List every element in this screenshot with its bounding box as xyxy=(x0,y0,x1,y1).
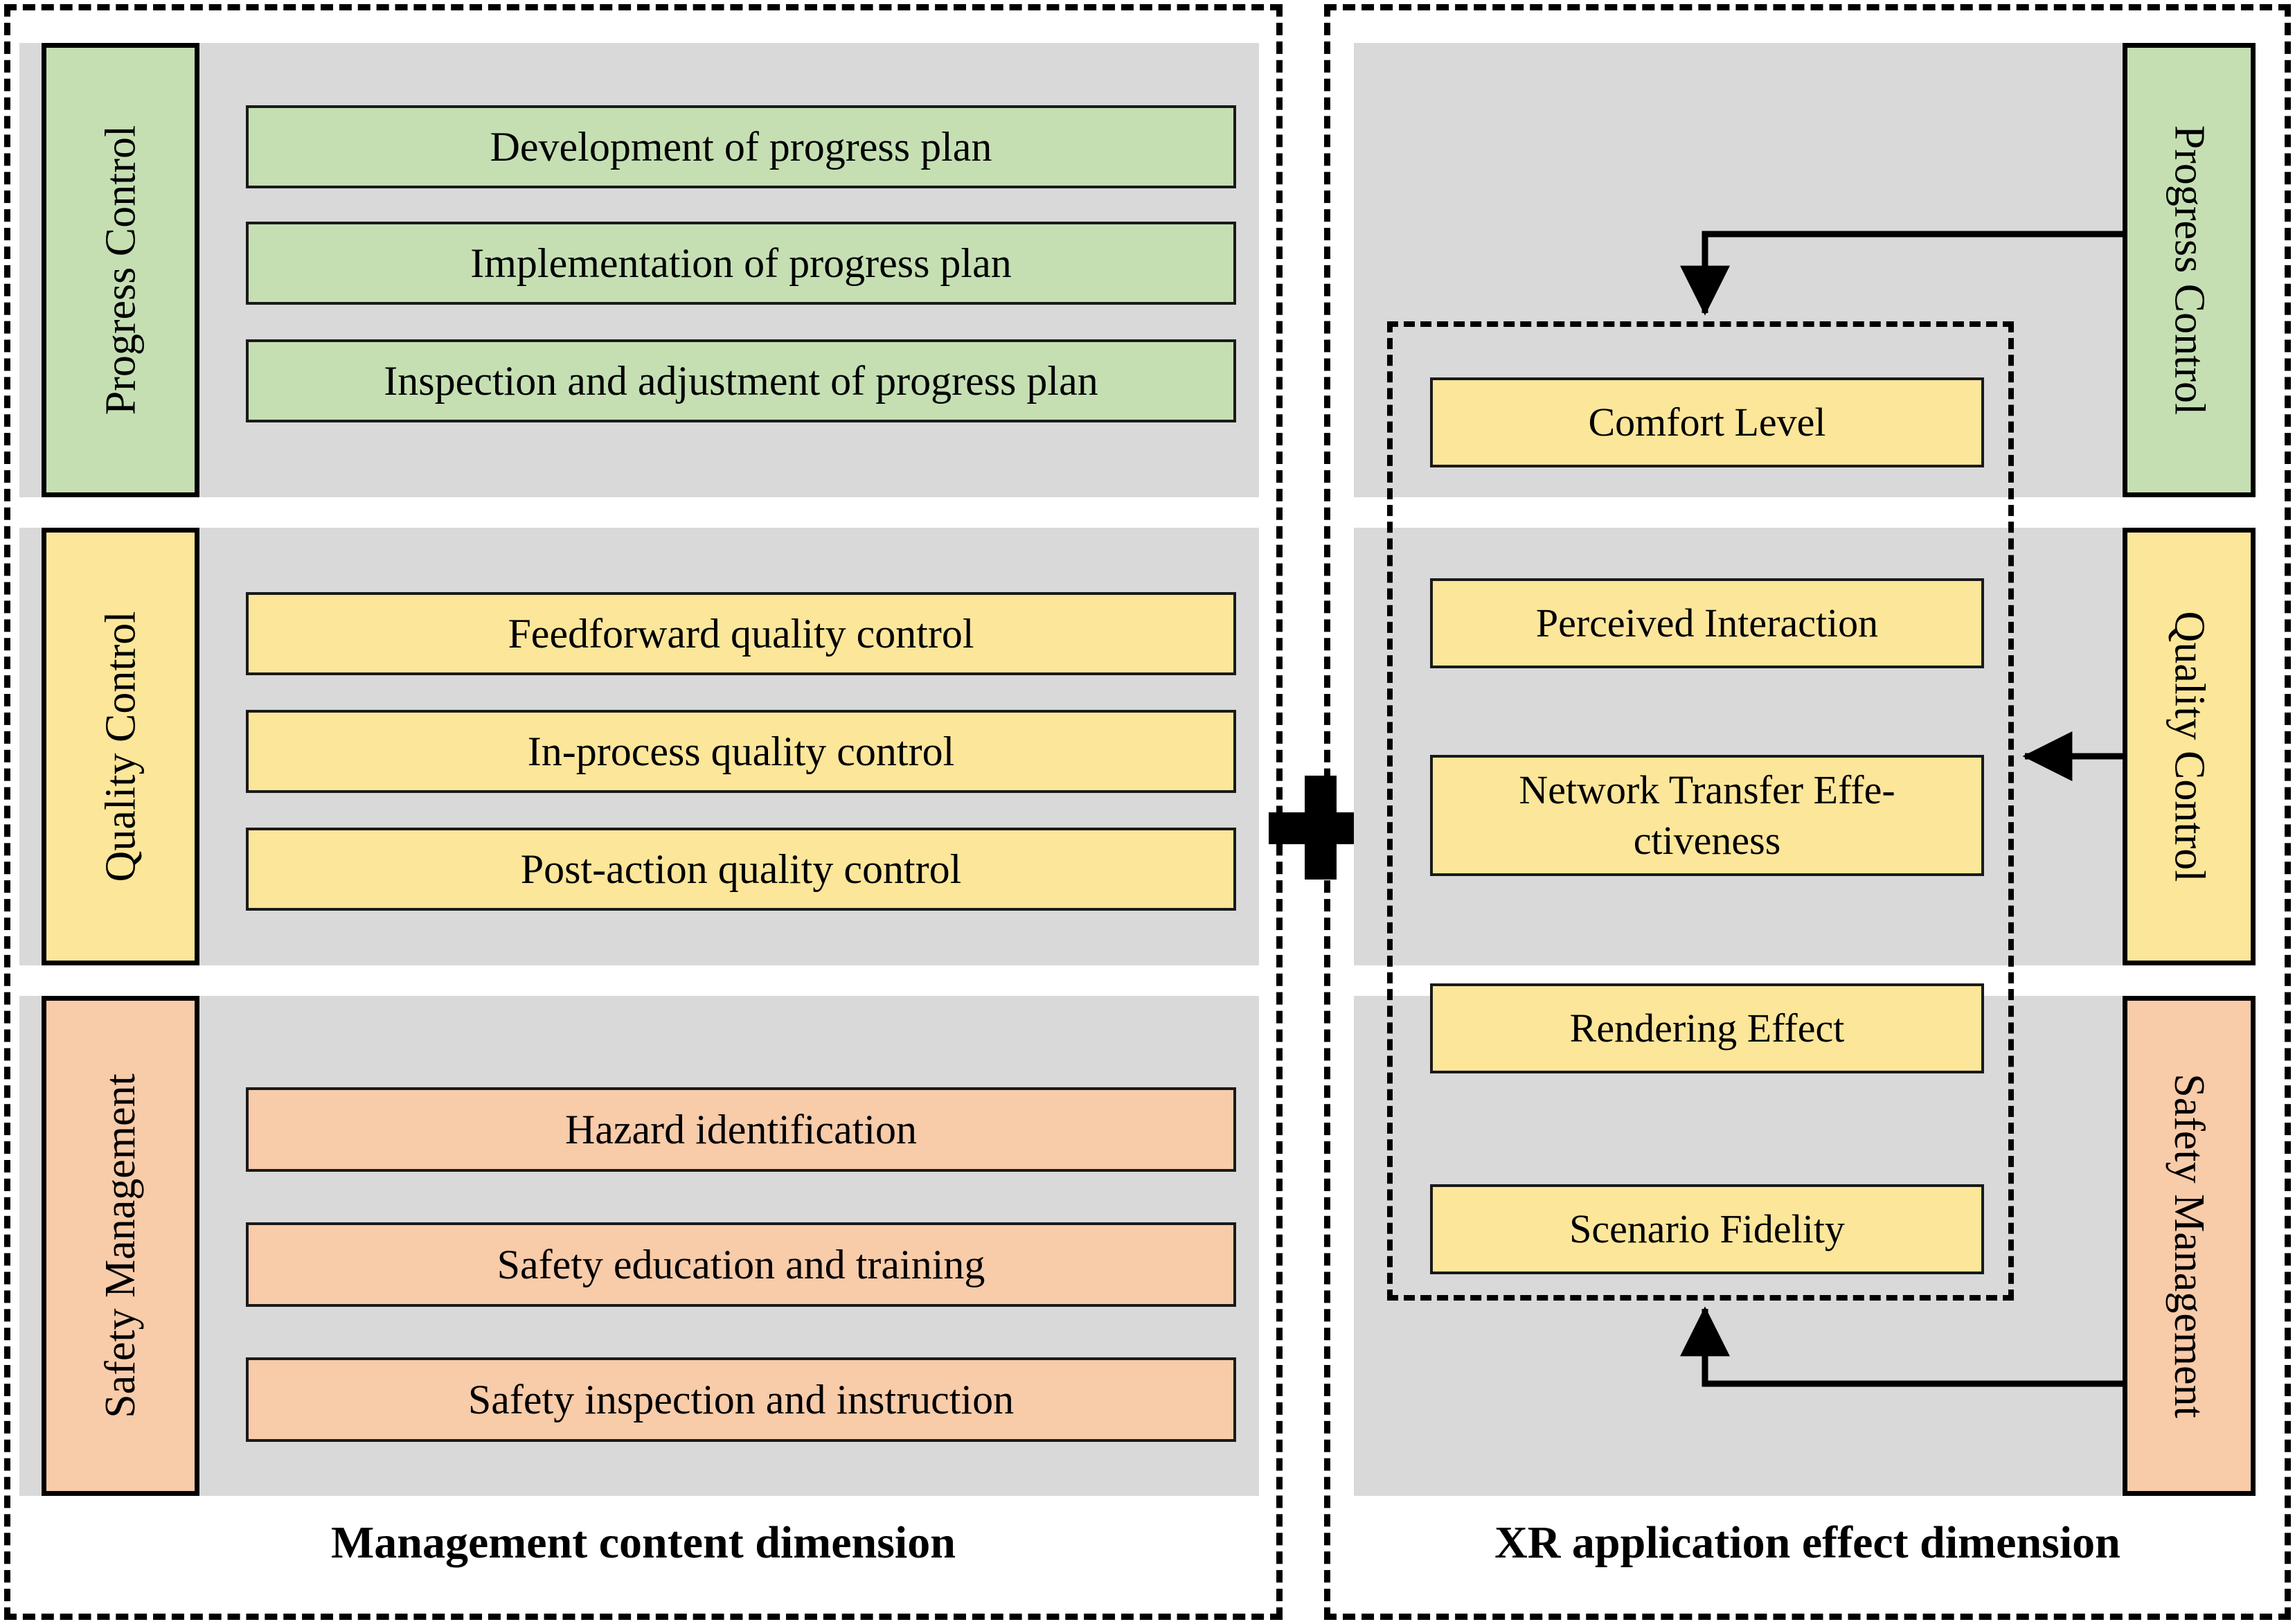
factor-network-transfer-effectiveness: Network Transfer Effe-ctiveness xyxy=(1430,755,1984,876)
management-content-dimension-panel xyxy=(4,4,1283,1620)
factor-perceived-interaction: Perceived Interaction xyxy=(1430,578,1984,668)
right-label-quality-control: Quality Control xyxy=(2123,528,2256,965)
item-progress-1: Development of progress plan xyxy=(246,105,1236,188)
factor-rendering-effect: Rendering Effect xyxy=(1430,983,1984,1073)
right-label-progress-control: Progress Control xyxy=(2123,43,2256,497)
left-label-safety-management-text: Safety Management xyxy=(97,1073,145,1418)
caption-xr-application-effect-dimension: XR application effect dimension xyxy=(1494,1517,2120,1568)
right-label-safety-management: Safety Management xyxy=(2123,996,2256,1496)
right-label-safety-management-text: Safety Management xyxy=(2165,1073,2213,1418)
item-progress-2: Implementation of progress plan xyxy=(246,222,1236,305)
xr-factor-group-box xyxy=(1387,321,2014,1301)
left-label-quality-control-text: Quality Control xyxy=(97,611,145,882)
right-label-quality-control-text: Quality Control xyxy=(2165,611,2213,882)
item-progress-3: Inspection and adjustment of progress pl… xyxy=(246,339,1236,422)
xr-application-effect-dimension-panel xyxy=(1324,4,2291,1620)
item-quality-3: Post-action quality control xyxy=(246,828,1236,911)
item-safety-3: Safety inspection and instruction xyxy=(246,1357,1236,1442)
item-safety-1: Hazard identification xyxy=(246,1087,1236,1172)
factor-scenario-fidelity: Scenario Fidelity xyxy=(1430,1184,1984,1274)
right-label-progress-control-text: Progress Control xyxy=(2165,125,2213,416)
left-label-progress-control-text: Progress Control xyxy=(97,125,144,416)
factor-comfort-level: Comfort Level xyxy=(1430,377,1984,467)
left-label-progress-control: Progress Control xyxy=(42,43,199,497)
left-label-safety-management: Safety Management xyxy=(42,996,199,1496)
item-quality-1: Feedforward quality control xyxy=(246,592,1236,675)
left-label-quality-control: Quality Control xyxy=(42,528,199,965)
item-safety-2: Safety education and training xyxy=(246,1222,1236,1307)
factor-network-transfer-effectiveness-text: Network Transfer Effe-ctiveness xyxy=(1519,767,1895,863)
item-quality-2: In-process quality control xyxy=(246,710,1236,793)
caption-management-content-dimension: Management content dimension xyxy=(331,1517,956,1568)
